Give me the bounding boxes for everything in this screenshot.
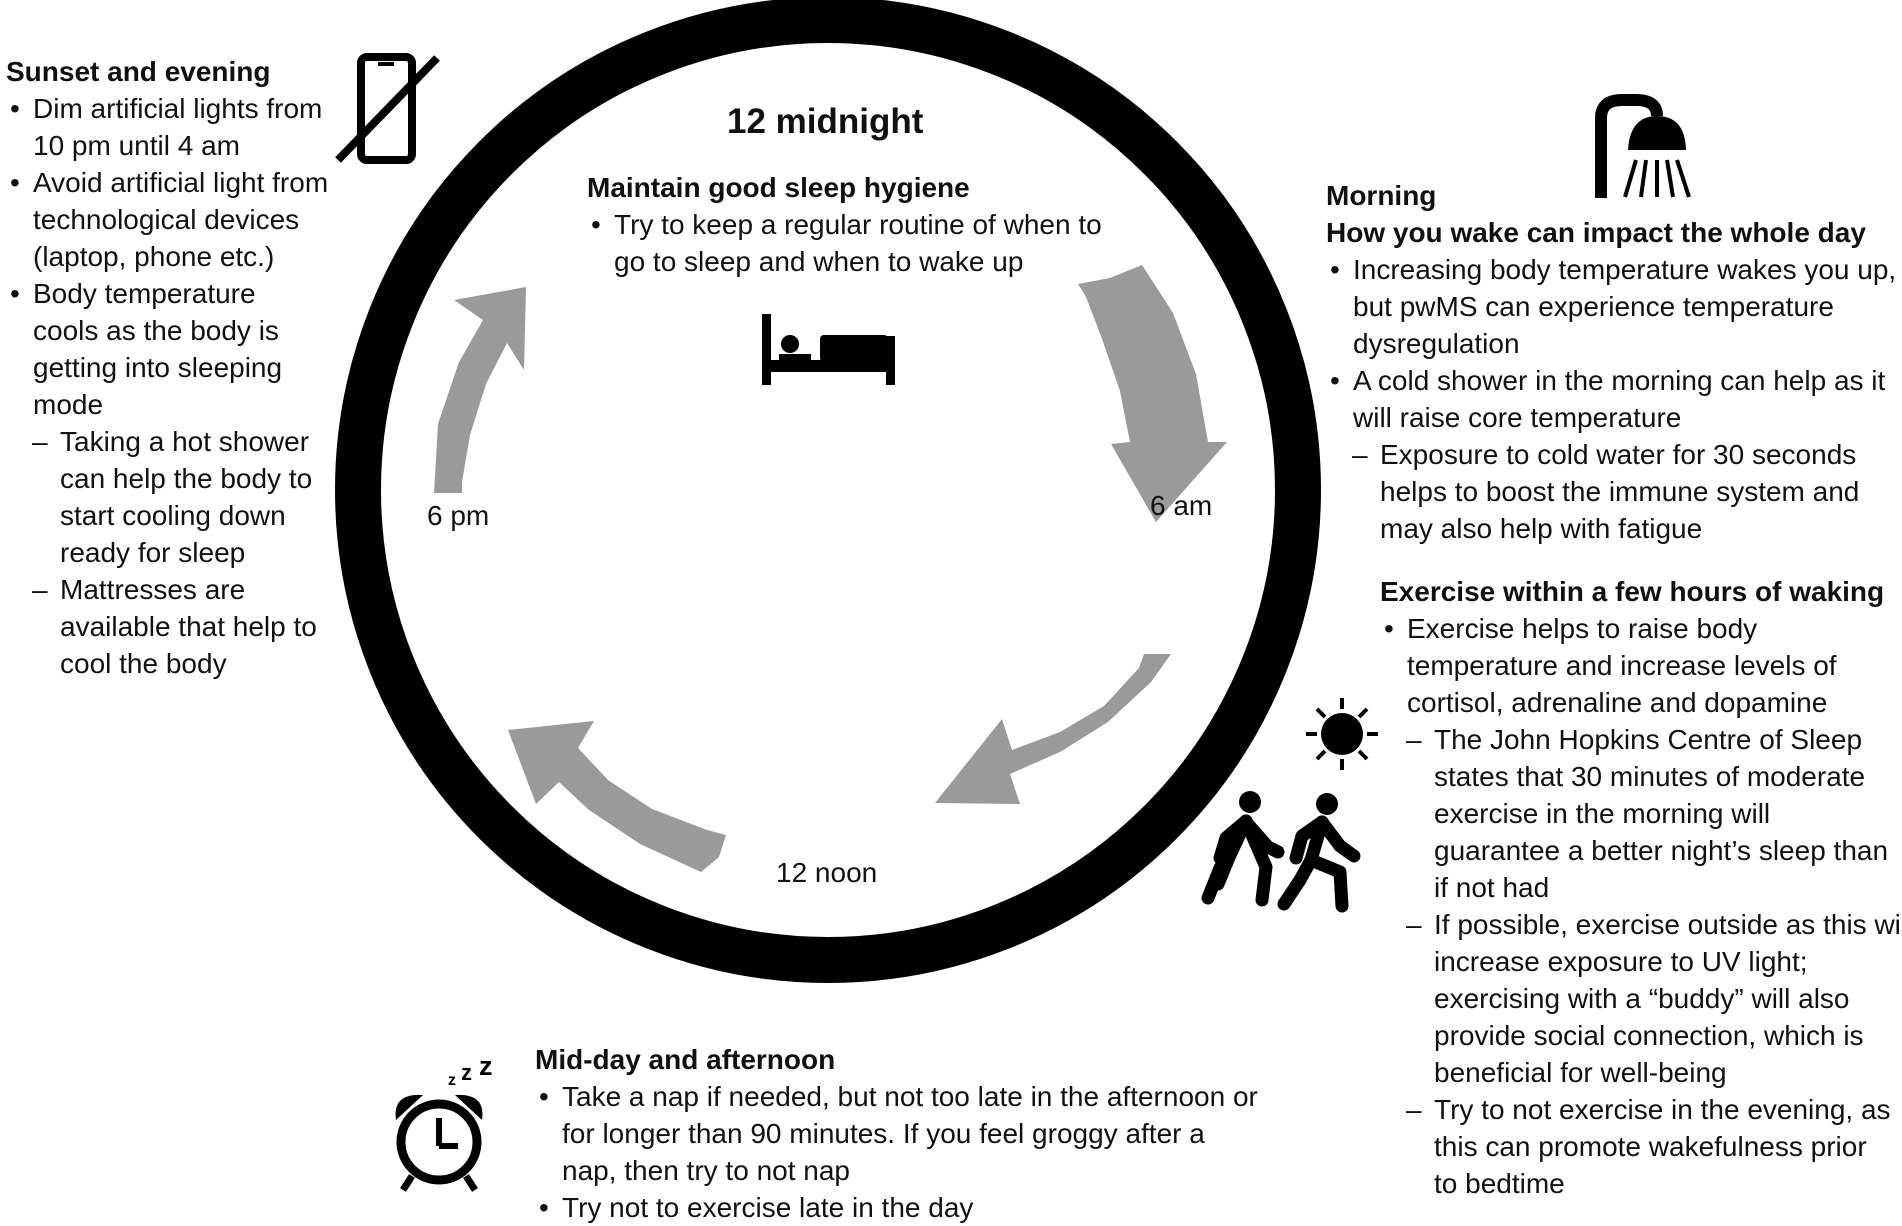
midday-bullet: Take a nap if needed, but not too late i… <box>535 1078 1265 1189</box>
sleep-hygiene-section: Maintain good sleep hygiene Try to keep … <box>587 169 1107 280</box>
morning-sub-bullet: Exposure to cold water for 30 seconds he… <box>1326 436 1898 547</box>
alarm-clock-icon: z z z <box>395 1051 493 1192</box>
exercise-sub-bullet: Try to not exercise in the evening, as t… <box>1380 1091 1894 1202</box>
sun-icon <box>1306 698 1378 770</box>
clock-ring <box>335 0 1321 983</box>
sleep-hygiene-heading: Maintain good sleep hygiene <box>587 172 970 203</box>
arrow-midnight-to-6am <box>1078 265 1227 522</box>
shower-icon <box>1595 94 1691 198</box>
arrow-6pm-to-midnight <box>434 287 526 493</box>
arrow-noon-to-6pm <box>508 721 726 872</box>
midday-heading: Mid-day and afternoon <box>535 1044 836 1075</box>
morning-heading: Morning <box>1326 180 1437 211</box>
svg-text:z: z <box>461 1060 472 1085</box>
clock-label-6am: 6 am <box>1150 490 1213 521</box>
evening-sub-bullet: Mattresses are available that help to co… <box>6 571 338 682</box>
midday-section: Mid-day and afternoon Take a nap if need… <box>535 1041 1265 1226</box>
evening-bullet: Avoid artificial light from technologica… <box>6 164 346 275</box>
bed-icon <box>762 314 895 385</box>
exercise-section: Exercise within a few hours of waking Ex… <box>1380 573 1902 1202</box>
evening-bullet: Dim artificial lights from 10 pm until 4… <box>6 90 343 164</box>
evening-heading: Sunset and evening <box>6 56 271 87</box>
arrow-6am-to-noon <box>935 654 1171 804</box>
evening-bullet: Body temperature cools as the body is ge… <box>6 275 305 423</box>
morning-subheading: How you wake can impact the whole day <box>1326 217 1866 248</box>
clock-label-6pm: 6 pm <box>427 500 490 531</box>
midday-bullet: Try not to exercise late in the day <box>535 1189 1265 1226</box>
morning-bullet: A cold shower in the morning can help as… <box>1326 362 1898 436</box>
svg-text:z: z <box>448 1072 456 1089</box>
svg-text:z: z <box>479 1051 493 1081</box>
clock-label-noon: 12 noon <box>776 857 878 888</box>
evening-section: Sunset and evening Dim artificial lights… <box>6 53 346 682</box>
exercise-sub-bullet: The John Hopkins Centre of Sleep states … <box>1380 721 1900 906</box>
exercise-bullet: Exercise helps to raise body temperature… <box>1380 610 1857 721</box>
walking-people-icon <box>1201 791 1361 913</box>
no-phone-icon <box>335 53 440 164</box>
clock-label-midnight: 12 midnight <box>727 102 924 141</box>
evening-sub-bullet: Taking a hot shower can help the body to… <box>6 423 338 571</box>
morning-bullet: Increasing body temperature wakes you up… <box>1326 251 1898 362</box>
morning-section: Morning How you wake can impact the whol… <box>1326 177 1898 547</box>
exercise-heading: Exercise within a few hours of waking <box>1380 576 1885 607</box>
exercise-sub-bullet: If possible, exercise outside as this wi… <box>1380 906 1902 1091</box>
sleep-hygiene-bullet: Try to keep a regular routine of when to… <box>587 206 1107 280</box>
cycle-arrows <box>434 265 1227 872</box>
